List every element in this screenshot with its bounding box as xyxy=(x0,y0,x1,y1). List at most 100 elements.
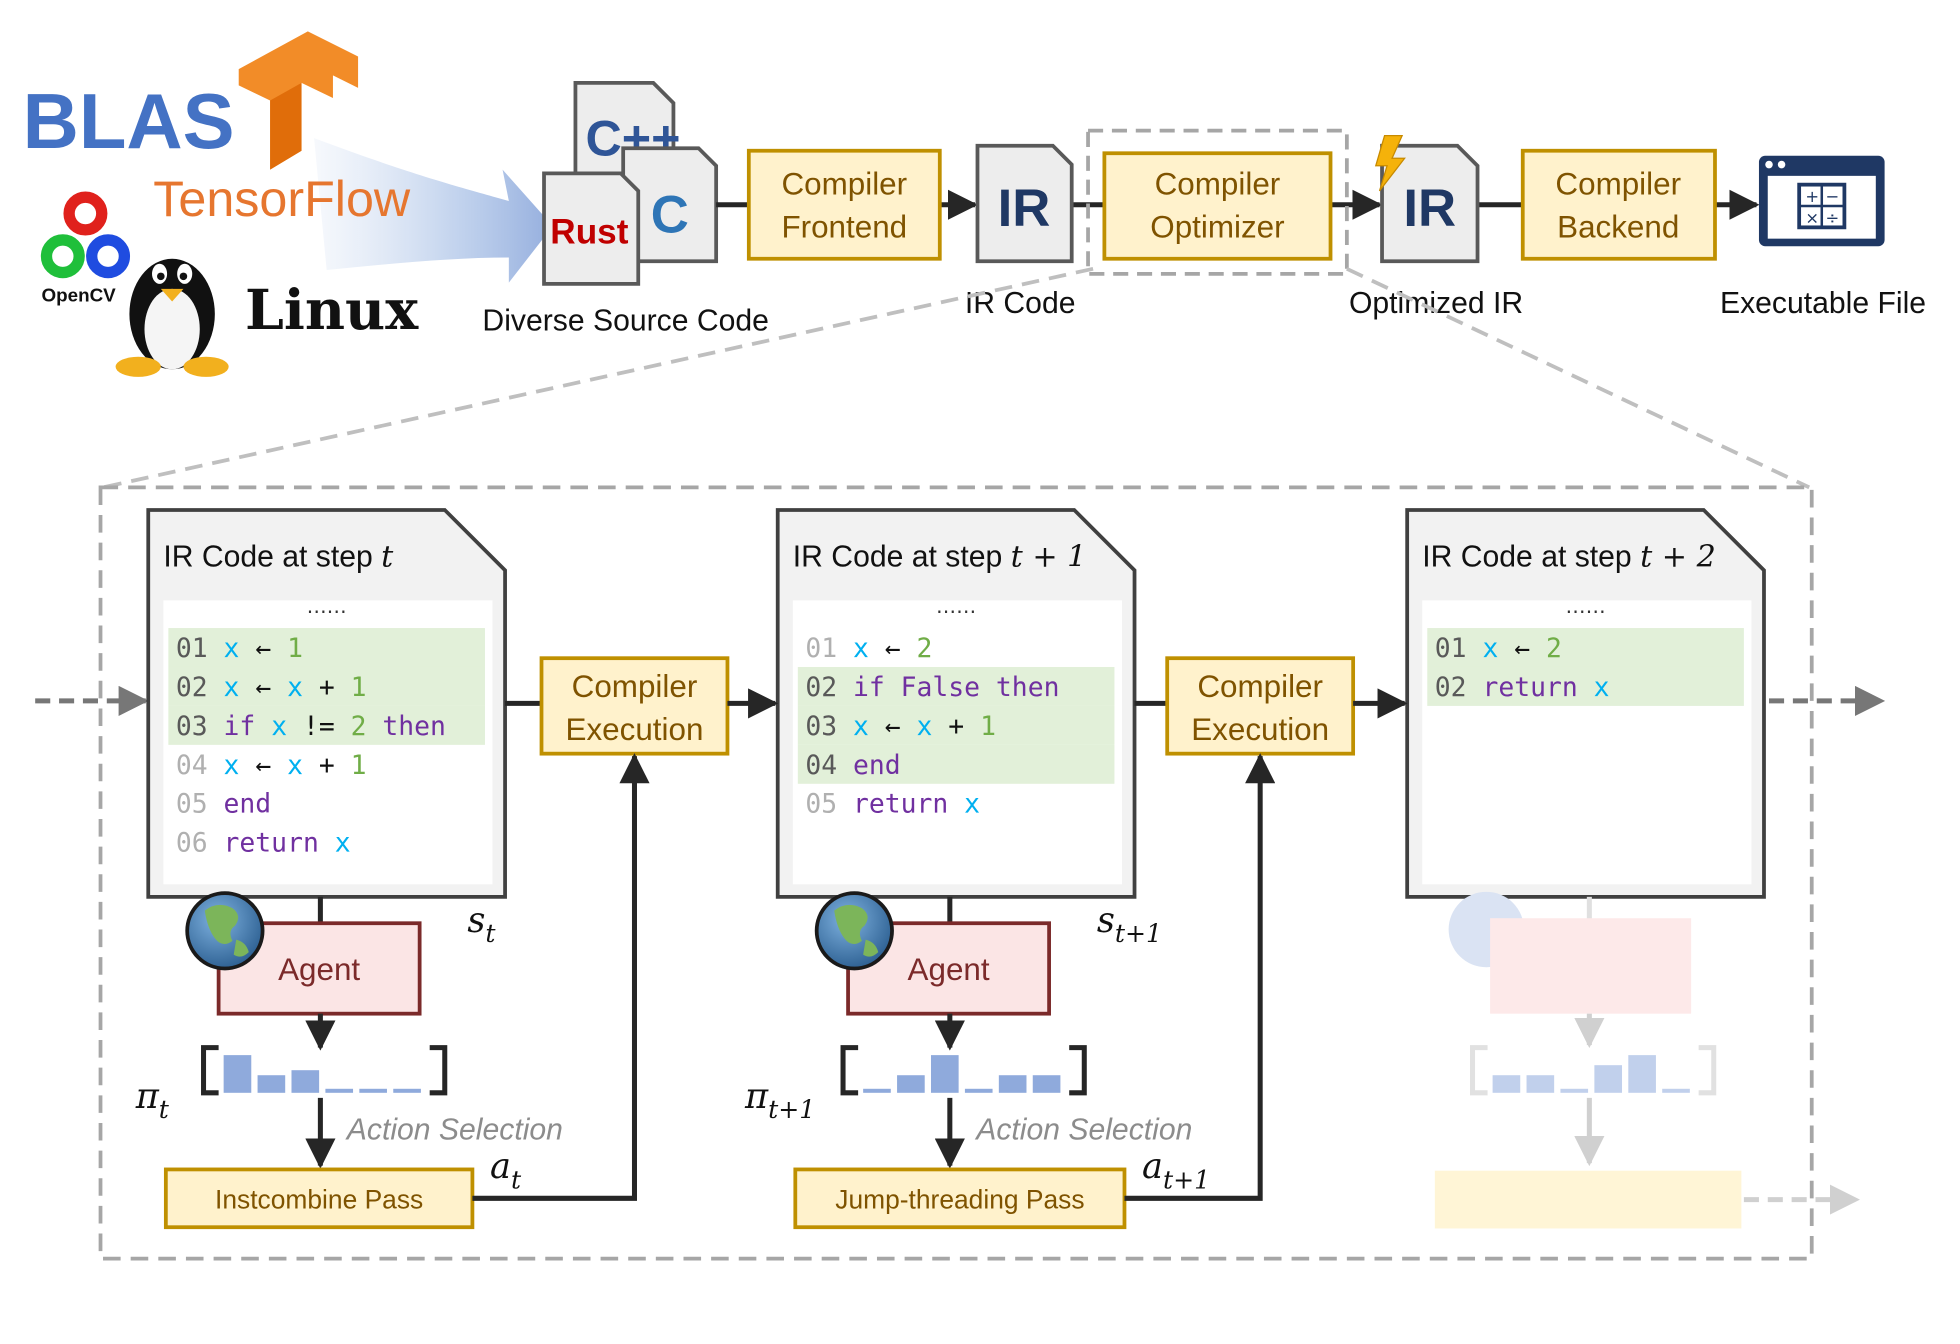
svg-text:Optimizer: Optimizer xyxy=(1150,209,1284,244)
policy-bar xyxy=(863,1088,891,1093)
state-label: st xyxy=(467,900,496,948)
pass-label: Instcombine Pass xyxy=(215,1184,423,1214)
step-title: IR Code at step t xyxy=(163,540,394,575)
action-selection-label: Action Selection xyxy=(974,1113,1192,1146)
svg-text:Frontend: Frontend xyxy=(781,209,907,244)
policy-bar xyxy=(897,1075,925,1093)
code-line-highlight xyxy=(797,666,1115,706)
agent-label: Agent xyxy=(278,952,360,987)
globe-icon xyxy=(185,891,265,971)
lightning-icon xyxy=(1374,135,1406,192)
source-code-label: Diverse Source Code xyxy=(482,304,769,337)
executable-label: Executable File xyxy=(1720,287,1926,320)
policy-label: πt xyxy=(135,1076,170,1124)
tensorflow-wordmark: TensorFlow xyxy=(153,171,411,227)
state-label: st+1 xyxy=(1097,900,1162,948)
code-line-highlight xyxy=(1427,628,1744,667)
ir-step-panel-2: IR Code at step t + 1……01 x ← 202 if Fal… xyxy=(744,508,1210,1230)
code-line: 02 x ← x + 1 xyxy=(176,673,367,703)
code-line-highlight xyxy=(797,705,1115,745)
svg-text:Backend: Backend xyxy=(1557,209,1679,244)
svg-text:−: − xyxy=(1826,187,1840,206)
optimizer-zoom-frame xyxy=(1086,128,1349,276)
policy-bar xyxy=(291,1070,320,1093)
blas-logo: BLAS xyxy=(23,77,235,165)
opencv-wordmark: OpenCV xyxy=(41,284,116,305)
compiler-execution-box xyxy=(539,656,730,756)
svg-text:Compiler: Compiler xyxy=(781,167,907,202)
policy-bar xyxy=(998,1075,1027,1093)
linux-wordmark: Linux xyxy=(245,278,419,343)
source-flow-arrow xyxy=(314,138,553,283)
tensorflow-logo-icon xyxy=(238,31,359,170)
policy-distribution xyxy=(1469,1045,1717,1096)
policy-bar xyxy=(223,1055,252,1093)
svg-text:÷: ÷ xyxy=(1826,209,1840,228)
pass-box xyxy=(1434,1170,1742,1229)
code-line-highlight xyxy=(1427,666,1744,706)
optimized-ir-doc-icon: IR xyxy=(1380,143,1480,264)
compiler-backend-box: Compiler Backend xyxy=(1520,148,1717,261)
code-ellipsis: …… xyxy=(307,594,347,618)
policy-bar xyxy=(257,1075,286,1093)
code-line: 04 x ← x + 1 xyxy=(176,751,367,781)
policy-bar xyxy=(1492,1075,1521,1093)
svg-text:IR: IR xyxy=(1403,179,1456,238)
ir-code-doc-icon: IR xyxy=(975,143,1074,264)
executable-window-icon: + − × ÷ xyxy=(1758,155,1885,247)
code-ellipsis: …… xyxy=(1565,594,1605,618)
code-line: 06 return x xyxy=(176,829,351,859)
policy-bar xyxy=(1032,1075,1061,1093)
step-title: IR Code at step t + 2 xyxy=(1422,540,1716,575)
code-line: 05 end xyxy=(176,790,271,820)
svg-text:Compiler: Compiler xyxy=(1155,167,1281,202)
pass-box xyxy=(163,1167,475,1230)
c-doc-icon: C xyxy=(621,146,719,264)
execution-label-line2: Execution xyxy=(566,712,704,747)
policy-label: πt+1 xyxy=(744,1076,815,1124)
code-line-highlight xyxy=(797,744,1115,784)
svg-text:C: C xyxy=(651,185,689,244)
code-line-highlight xyxy=(168,666,485,706)
svg-text:×: × xyxy=(1805,209,1819,228)
svg-text:BLAS: BLAS xyxy=(23,77,235,165)
code-line: 02 if False then xyxy=(805,673,1059,703)
code-line: 04 end xyxy=(805,751,900,781)
policy-bar xyxy=(964,1088,993,1093)
policy-distribution xyxy=(840,1045,1087,1096)
policy-bar xyxy=(1628,1055,1656,1093)
svg-text:IR: IR xyxy=(998,179,1051,238)
policy-bar xyxy=(930,1055,959,1093)
svg-text:+: + xyxy=(1805,187,1819,206)
action-label: at+1 xyxy=(1142,1146,1210,1194)
policy-bar xyxy=(1526,1075,1555,1093)
globe-icon xyxy=(814,891,894,971)
execution-label-line1: Compiler xyxy=(1197,669,1323,704)
agent-box xyxy=(1490,918,1692,1014)
code-line: 02 return x xyxy=(1435,673,1610,703)
optimized-ir-label: Optimized IR xyxy=(1349,287,1523,320)
code-line: 01 x ← 1 xyxy=(176,634,303,664)
svg-text:Compiler: Compiler xyxy=(1555,167,1681,202)
execution-label-line2: Execution xyxy=(1191,712,1329,747)
svg-text:Rust: Rust xyxy=(550,213,628,252)
policy-bar xyxy=(1662,1088,1690,1093)
action-label: at xyxy=(490,1146,522,1194)
code-line: 03 x ← x + 1 xyxy=(805,712,996,742)
code-ellipsis: …… xyxy=(936,594,976,618)
step-title: IR Code at step t + 1 xyxy=(793,540,1087,575)
policy-distribution xyxy=(201,1045,448,1096)
action-selection-label: Action Selection xyxy=(345,1113,563,1146)
policy-bar xyxy=(325,1088,354,1093)
opencv-logo-icon xyxy=(40,191,131,279)
code-line-highlight xyxy=(168,705,485,745)
policy-bar xyxy=(1560,1088,1589,1093)
policy-bar xyxy=(393,1088,421,1093)
policy-bar xyxy=(359,1088,387,1093)
code-line: 05 return x xyxy=(805,790,980,820)
pass-label: Jump-threading Pass xyxy=(835,1184,1084,1214)
compiler-frontend-box: Compiler Frontend xyxy=(746,148,942,261)
